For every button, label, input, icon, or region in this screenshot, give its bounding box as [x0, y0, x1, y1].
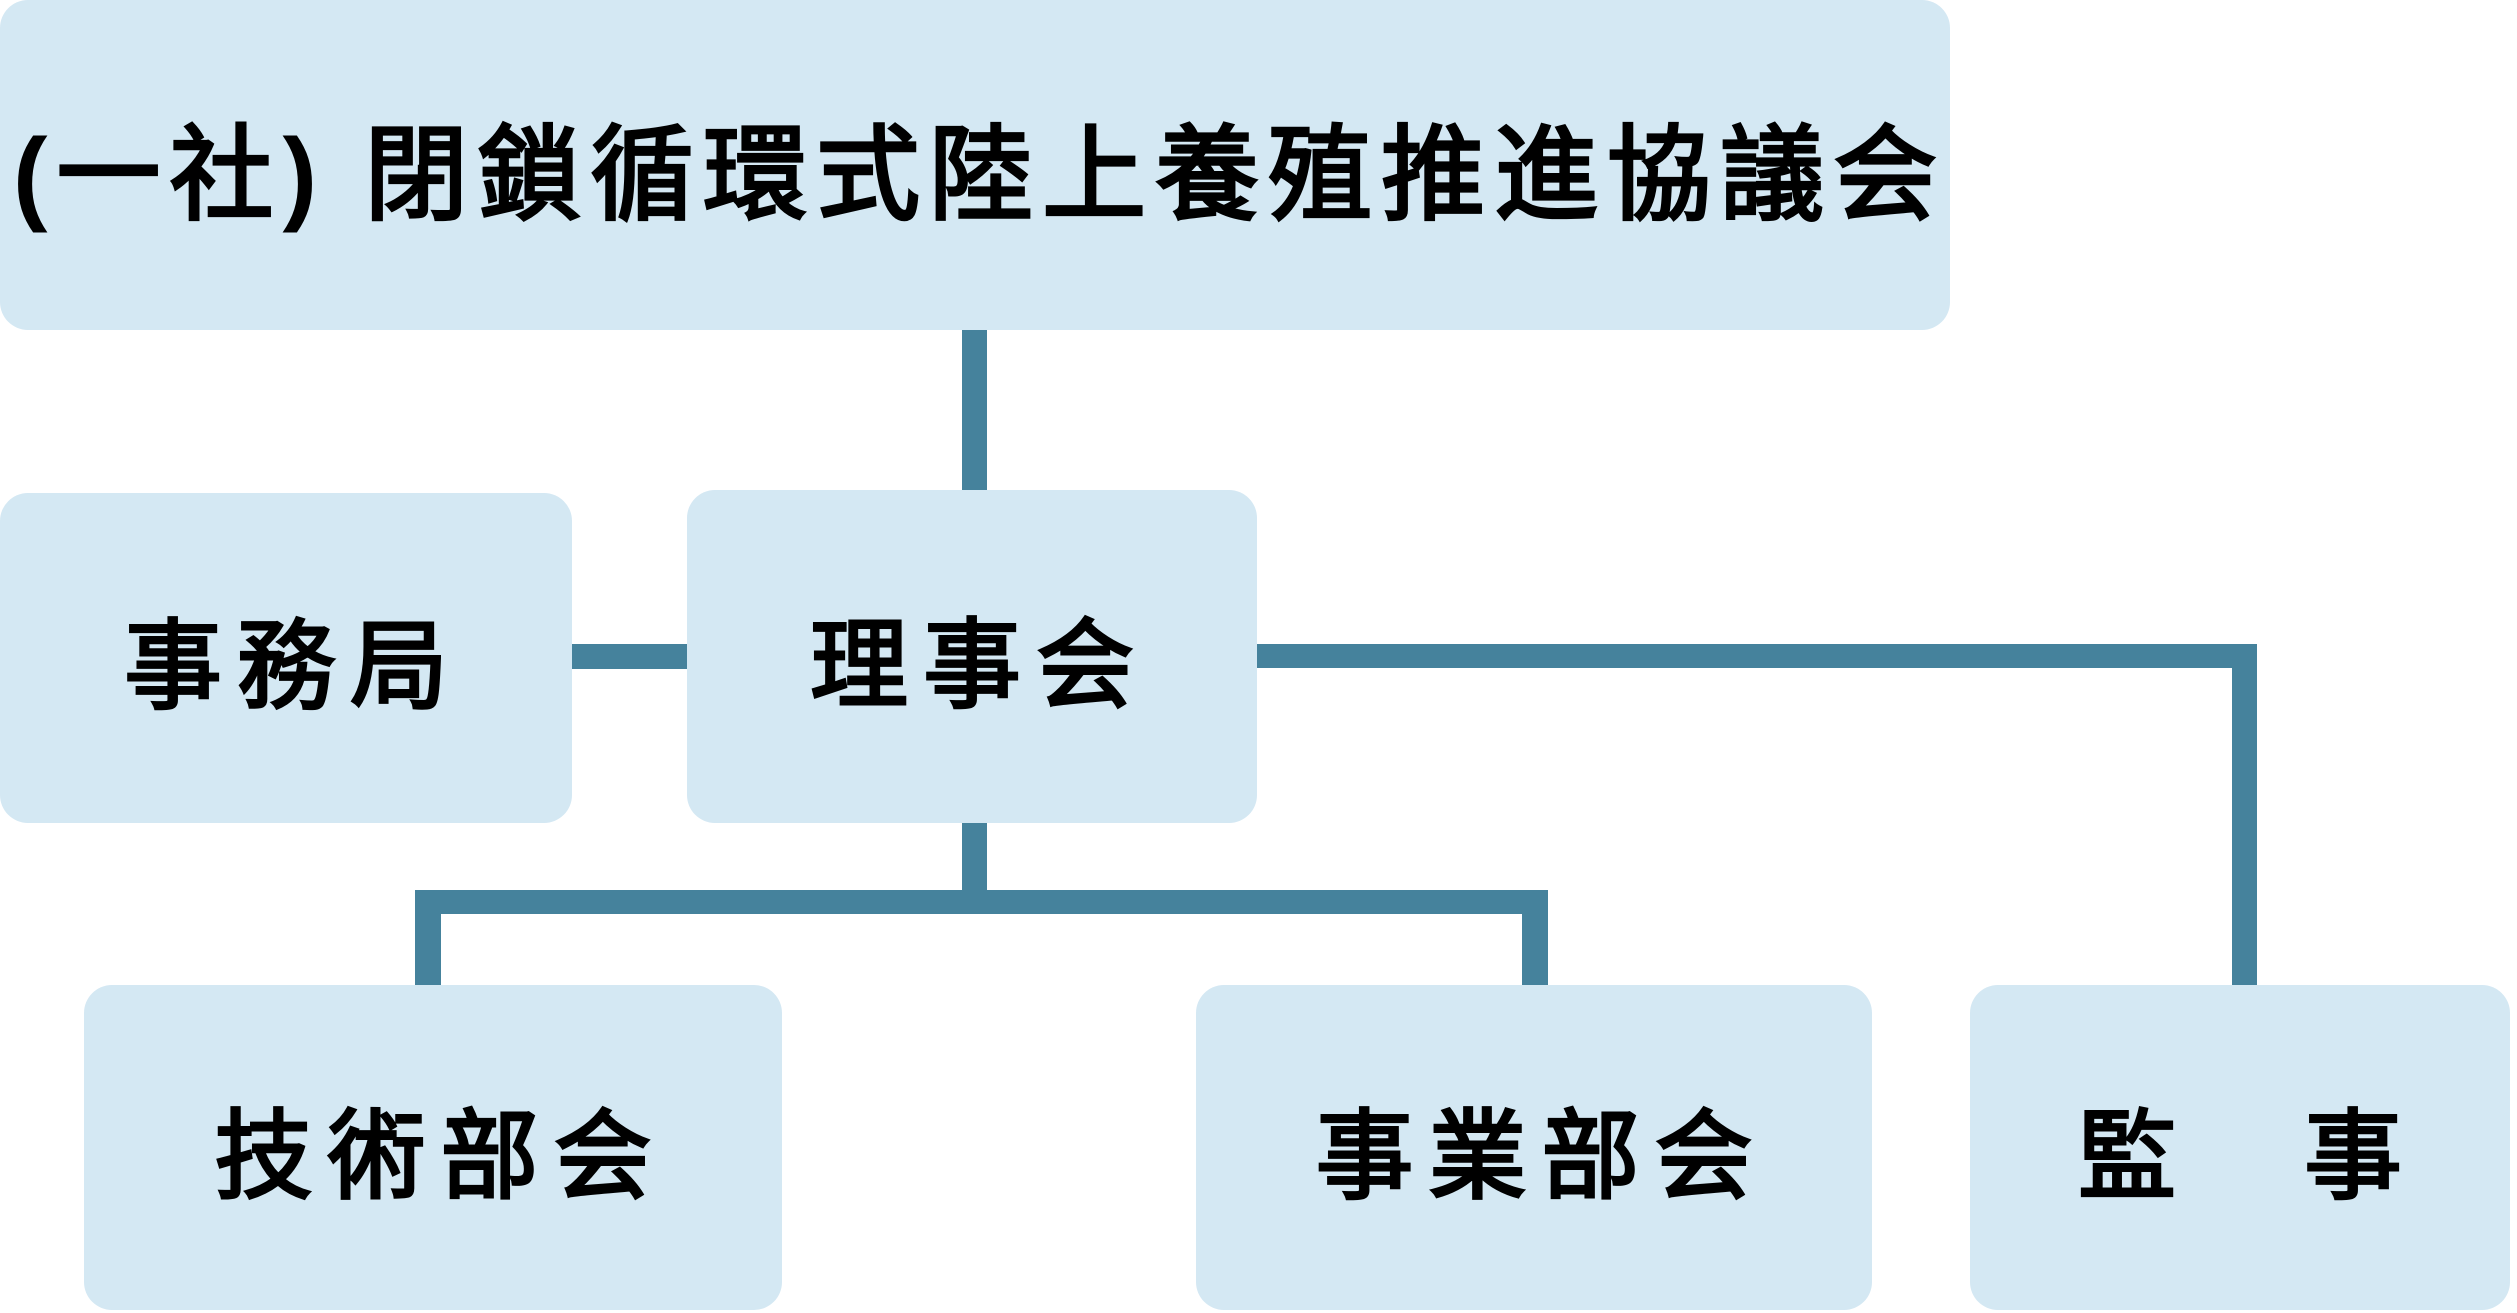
node-business-subcommittee-label: 事業部会 — [1315, 1100, 1768, 1211]
connector-board-down-stub — [962, 818, 987, 894]
connector-root-to-board — [962, 325, 987, 495]
node-secretariat-label: 事務局 — [123, 611, 463, 721]
node-board: 理事会 — [687, 490, 1257, 823]
node-auditors-label: 監 事 — [2077, 1100, 2417, 1211]
node-secretariat: 事務局 — [0, 493, 572, 823]
node-technical-subcommittee: 技術部会 — [84, 985, 782, 1310]
connector-board-to-secretariat — [565, 644, 695, 669]
node-association-label: (一社) 閉鎖循環式陸上養殖推進協議会 — [12, 117, 1947, 234]
connector-leg-technical — [415, 905, 441, 987]
connector-leg-business — [1522, 905, 1548, 987]
node-association: (一社) 閉鎖循環式陸上養殖推進協議会 — [0, 0, 1950, 330]
connector-board-to-auditors-vertical — [2232, 655, 2257, 987]
node-auditors: 監 事 — [1970, 985, 2510, 1310]
connector-subcommittee-tbar — [415, 890, 1548, 914]
node-technical-subcommittee-label: 技術部会 — [214, 1100, 667, 1211]
node-board-label: 理事会 — [809, 609, 1149, 720]
connector-board-to-auditors-horizontal — [1255, 644, 2257, 668]
node-business-subcommittee: 事業部会 — [1196, 985, 1872, 1310]
